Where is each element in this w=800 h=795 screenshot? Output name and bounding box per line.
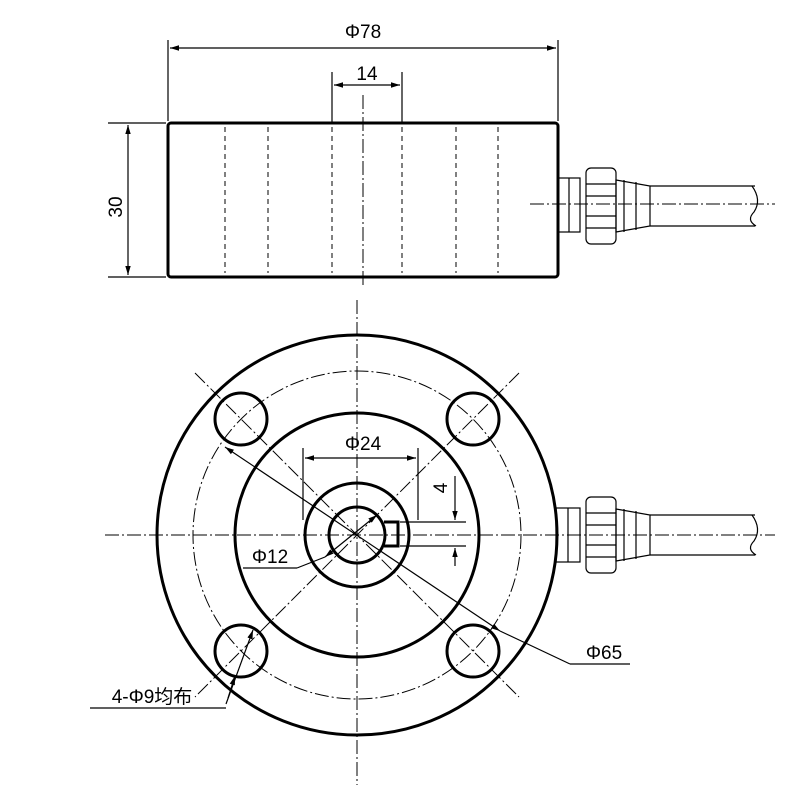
dim-slot-width: 14: [331, 64, 403, 123]
height-label: 30: [106, 196, 127, 217]
dim-bolt-circle-diameter: Φ65: [224, 446, 630, 665]
mounting-hole-top-left: [213, 391, 269, 447]
top-view: Φ24 4 Φ12 Φ65 4-Φ9均布: [90, 300, 775, 785]
dim-height: 30: [106, 122, 166, 278]
bore-diameter-label: Φ12: [252, 547, 288, 568]
mounting-holes-label: 4-Φ9均布: [112, 686, 193, 708]
side-hidden-lines: [224, 127, 499, 273]
dim-key-width: 4: [400, 476, 466, 566]
slot-width-label: 14: [356, 64, 378, 85]
mounting-hole-top-right: [445, 391, 501, 447]
outer-diameter-label: Φ78: [345, 22, 381, 43]
side-cable-gland: [557, 167, 651, 245]
boss-diameter-label: Φ24: [345, 434, 382, 455]
side-view: Φ78 14 30: [106, 22, 775, 285]
dim-outer-diameter: Φ78: [167, 22, 559, 121]
top-cable: [650, 514, 759, 556]
top-cable-gland: [555, 496, 651, 574]
key-width-label: 4: [431, 482, 452, 493]
dim-mounting-holes: 4-Φ9均布: [90, 629, 254, 709]
side-cable: [650, 185, 759, 227]
bolt-circle-diameter-label: Φ65: [586, 643, 622, 664]
